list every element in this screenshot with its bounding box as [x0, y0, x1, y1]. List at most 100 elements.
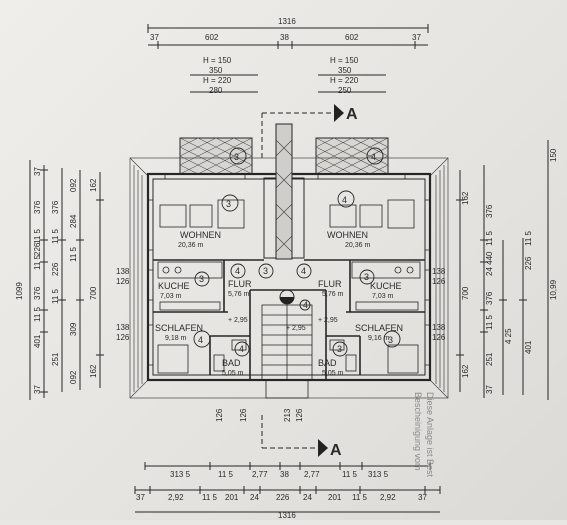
dim-left-col-d: 162: [89, 178, 98, 192]
dim-left-col-c: 284: [69, 214, 78, 228]
room-area: 9,18 m: [165, 335, 187, 342]
dim-right-col-b: 376: [485, 291, 494, 305]
room-area: 5,76 m: [228, 291, 250, 298]
dim-left-col-c: 11 5: [69, 246, 78, 262]
room-name: WOHNEN: [180, 230, 221, 240]
dim-stair: 126: [239, 408, 248, 422]
dim-bottom-row2: 11 5: [202, 493, 218, 502]
interior-walls: [153, 259, 425, 380]
dim-right-top: 150: [549, 148, 558, 162]
dim-left-col-b: 11 5: [51, 288, 60, 304]
top-dimension-lines: [147, 24, 429, 93]
dim-right-inner: 126: [432, 277, 446, 286]
balcony-left: [179, 137, 253, 175]
circle-number: 3: [226, 199, 231, 209]
dim-right-col-c: 401: [524, 340, 533, 354]
dim-left-col-d: 162: [89, 364, 98, 378]
circle-number: 3: [199, 274, 204, 284]
level-mark: + 2,95: [318, 317, 338, 324]
circle-number: 4: [371, 152, 376, 162]
dim-right-col-c: 4 25: [504, 328, 513, 344]
dim-bottom-row2: 201: [328, 493, 342, 502]
dim-left-col-a: 11 5: [33, 306, 42, 322]
dim-left-inner: 126: [116, 277, 130, 286]
circle-number: 3: [263, 266, 268, 276]
dim-left-col-b: 376: [51, 200, 60, 214]
room-area: 20,36 m: [178, 242, 203, 249]
dim-left-inner: 126: [116, 333, 130, 342]
dim-left-col-b: 11 5: [51, 228, 60, 244]
dim-window-left: 280: [209, 86, 223, 95]
dim-bottom-row2: 24: [303, 493, 312, 502]
dim-bottom-row1: 313 5: [170, 470, 191, 479]
dim-right-col-b: 251: [485, 352, 494, 366]
dim-window-left: H = 150: [203, 56, 232, 65]
dim-right-outer: 10,99: [549, 279, 558, 300]
dim-bottom-row2: 2,92: [380, 493, 396, 502]
dim-top-segment: 602: [345, 33, 359, 42]
dim-right-col-b: 24 440: [485, 251, 494, 276]
dim-stair: 213: [283, 408, 292, 422]
room-name: KUCHE: [158, 281, 190, 291]
circle-number: 4: [239, 344, 244, 354]
staircase: [261, 304, 313, 399]
dim-bottom-row1: 2,77: [252, 470, 268, 479]
room-name: BAD: [222, 358, 241, 368]
level-mark: + 2,95: [228, 317, 248, 324]
room-name: WOHNEN: [327, 230, 368, 240]
left-dimension-lines: [29, 160, 104, 400]
section-label-top: A: [346, 106, 358, 123]
circle-number: 4: [235, 266, 240, 276]
room-area: 7,03 m: [372, 293, 394, 300]
level-mark: + 2,95: [286, 325, 306, 332]
dim-right-col-a: 162: [461, 191, 470, 205]
dim-bottom-row2: 201: [225, 493, 239, 502]
dim-left-col-b: 251: [51, 352, 60, 366]
dim-bottom-total: 1316: [278, 511, 296, 520]
section-line: [261, 112, 336, 449]
window-marks: [148, 174, 430, 366]
dim-left-col-a: 401: [33, 334, 42, 348]
dim-left-col-a: 11 5: [33, 228, 42, 244]
dim-stair: 126: [295, 408, 304, 422]
dim-bottom-row2: 37: [136, 493, 145, 502]
room-area: 9,16 m: [368, 335, 390, 342]
dim-left-col-a: 37: [33, 385, 42, 394]
dim-right-inner: 126: [432, 333, 446, 342]
dim-bottom-row1: 11 5: [342, 470, 358, 479]
watermark-line-2: Bescheinigung vom: [413, 392, 423, 471]
dim-window-left: 350: [209, 66, 223, 75]
dim-left-inner: 138: [116, 323, 130, 332]
dim-left-col-c: 092: [69, 370, 78, 384]
dim-stair: 126: [215, 408, 224, 422]
dim-right-col-b: 11 5: [485, 230, 494, 246]
dim-bottom-row1: 2,77: [304, 470, 320, 479]
dim-left-col-d: 700: [89, 286, 98, 300]
balcony-right: [315, 137, 389, 175]
dim-right-col-c: 226: [524, 256, 533, 270]
watermark-line-1: Diese Anlage ist Best: [425, 392, 435, 478]
dim-top-segment: 37: [412, 33, 421, 42]
dim-window-right: H = 220: [330, 76, 359, 85]
dim-window-left: H = 220: [203, 76, 232, 85]
dim-window-right: 350: [338, 66, 352, 75]
dim-left-col-a: 226: [33, 242, 42, 256]
room-area: 20,36 m: [345, 242, 370, 249]
watermark-text: Diese Anlage ist Best Bescheinigung vom: [413, 392, 435, 478]
dim-window-right: H = 150: [330, 56, 359, 65]
dim-top-total: 1316: [278, 17, 296, 26]
circle-number: 4: [198, 335, 203, 345]
dim-bottom-row2: 37: [418, 493, 427, 502]
dim-left-inner: 138: [116, 267, 130, 276]
right-dimension-lines: [456, 140, 549, 400]
dim-bottom-row1: 38: [280, 470, 289, 479]
dim-right-col-b: 11 5: [485, 314, 494, 330]
dim-window-right: 250: [338, 86, 352, 95]
room-name: FLUR: [228, 279, 252, 289]
dim-right-col-b: 37: [485, 385, 494, 394]
room-name: SCHLAFEN: [155, 323, 203, 333]
dim-left-col-b: 226: [51, 262, 60, 276]
